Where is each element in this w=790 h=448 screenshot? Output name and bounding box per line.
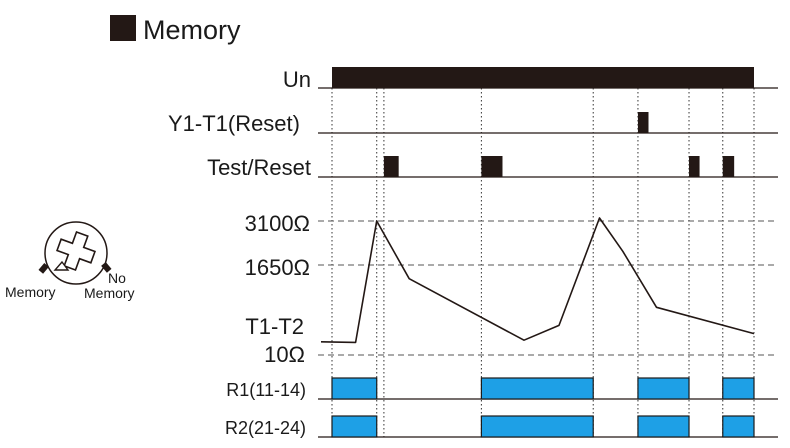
test-pulse <box>481 156 503 177</box>
y1t1-pulse <box>637 112 649 133</box>
label-r1650: 1650Ω <box>245 255 310 280</box>
label-r2: R2(21-24) <box>225 418 306 438</box>
label-r3100: 3100Ω <box>245 211 310 236</box>
r1-pulse <box>637 377 690 400</box>
knob-label-no: No <box>108 270 126 286</box>
title-square-icon <box>110 15 136 41</box>
r2-pulse <box>480 415 594 438</box>
test-pulse <box>383 156 399 177</box>
r2-pulse <box>722 415 755 438</box>
selector-knob-icon <box>38 221 112 285</box>
diagram-title: Memory <box>143 15 241 45</box>
r1-pulse <box>722 377 755 400</box>
r1-pulse <box>480 377 594 400</box>
label-un: Un <box>283 67 311 92</box>
test-pulse <box>689 156 700 177</box>
label-test-reset: Test/Reset <box>207 155 311 180</box>
label-t1t2: T1-T2 <box>245 314 304 339</box>
label-r10: 10Ω <box>264 342 305 367</box>
label-r1: R1(11-14) <box>226 380 306 400</box>
row-y1t1-reset <box>318 112 778 134</box>
knob-label-memory: Memory <box>5 284 56 300</box>
row-relay-r2 <box>318 415 778 438</box>
resistance-level-lines <box>318 220 778 356</box>
row-un <box>318 67 778 89</box>
r2-pulse <box>331 415 378 438</box>
un-pulse <box>332 67 754 88</box>
row-relay-r1 <box>318 377 778 400</box>
label-y1t1-reset: Y1-T1(Reset) <box>168 111 300 136</box>
knob-label-no-memory: Memory <box>84 285 135 301</box>
resistance-curve <box>320 217 755 344</box>
row-test-reset <box>318 156 778 178</box>
test-pulse <box>722 156 735 177</box>
row-resistance <box>320 217 755 344</box>
r2-pulse <box>637 415 690 438</box>
r1-pulse <box>331 377 378 400</box>
